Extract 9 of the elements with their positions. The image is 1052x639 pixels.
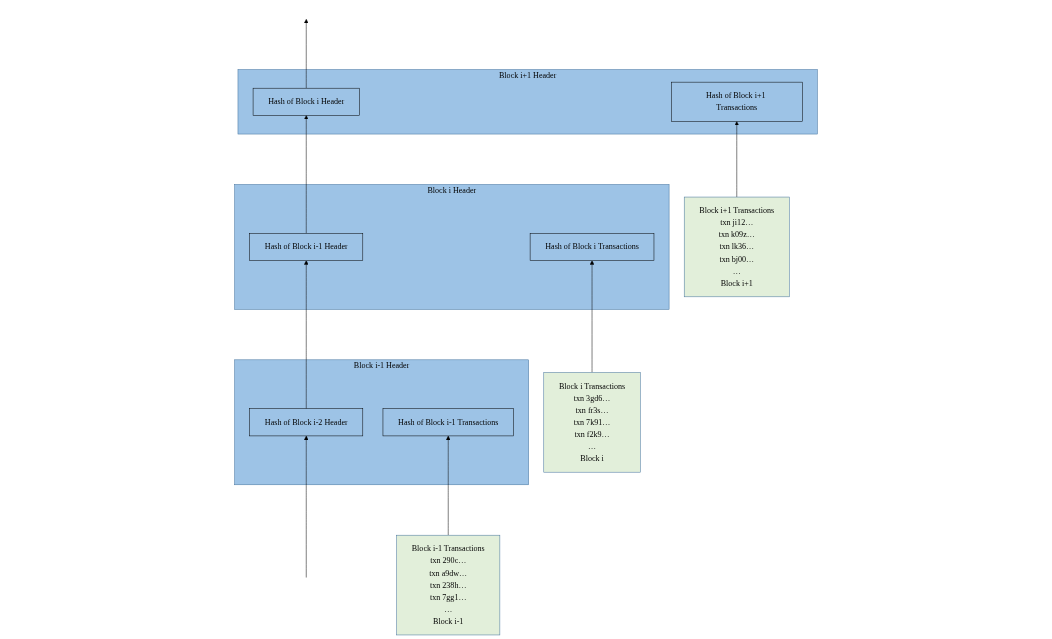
node-box: Hash of Block i+1 Transactions bbox=[671, 81, 803, 122]
node-box: Block i Transactions txn 3gd6… txn fr3s… txn 7k91… txn f2k9… … Block i bbox=[543, 372, 641, 473]
node-box: Hash of Block i Transactions bbox=[529, 233, 655, 261]
node-box: Block i-1 Transactions txn 290c… txn a9dw… txn 238h… txn 7gg1… … Block i-1 bbox=[396, 534, 501, 636]
node-box: Hash of Block i-1 Transactions bbox=[382, 408, 514, 437]
node-box: Hash of Block i-1 Header bbox=[249, 233, 364, 261]
node-box: Hash of Block i-2 Header bbox=[249, 408, 364, 437]
node-box: Hash of Block i Header bbox=[252, 87, 360, 116]
node-box: Block i+1 Transactions txn ji12… txn k09z… txn lk36… txn bj00… … Block i+1 bbox=[683, 196, 790, 298]
